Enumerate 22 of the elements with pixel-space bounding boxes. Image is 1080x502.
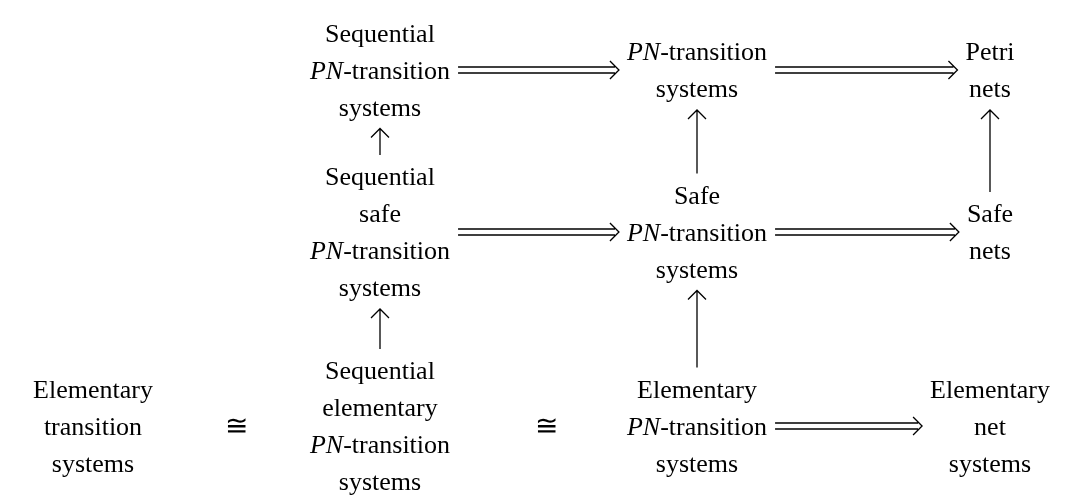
node-label: Safe PN-transition systems [626, 176, 768, 288]
node-label: Sequential safe PN-transition systems [309, 158, 451, 306]
node-label: Sequential elementary PN-transition systems [309, 352, 451, 500]
isomorphism-symbol: ≅ [534, 410, 558, 442]
node-label: Safe nets [966, 195, 1014, 269]
node-label: Petri nets [965, 33, 1015, 107]
arrow [980, 109, 1000, 193]
arrow [457, 222, 620, 242]
arrow [774, 222, 960, 242]
node-label: Elementary PN-transition systems [626, 370, 768, 482]
isomorphism-symbol: ≅ [224, 410, 248, 442]
arrow [687, 289, 707, 369]
arrow [370, 308, 390, 350]
node-label: Elementary transition systems [33, 370, 153, 482]
node-label: Sequential PN-transition systems [309, 14, 451, 126]
node-label: PN-transition systems [626, 33, 768, 107]
arrow [687, 109, 707, 175]
arrow [457, 60, 620, 80]
arrow [774, 60, 959, 80]
arrow [370, 127, 390, 156]
arrow [774, 416, 923, 436]
node-label: Elementary net systems [930, 370, 1050, 482]
